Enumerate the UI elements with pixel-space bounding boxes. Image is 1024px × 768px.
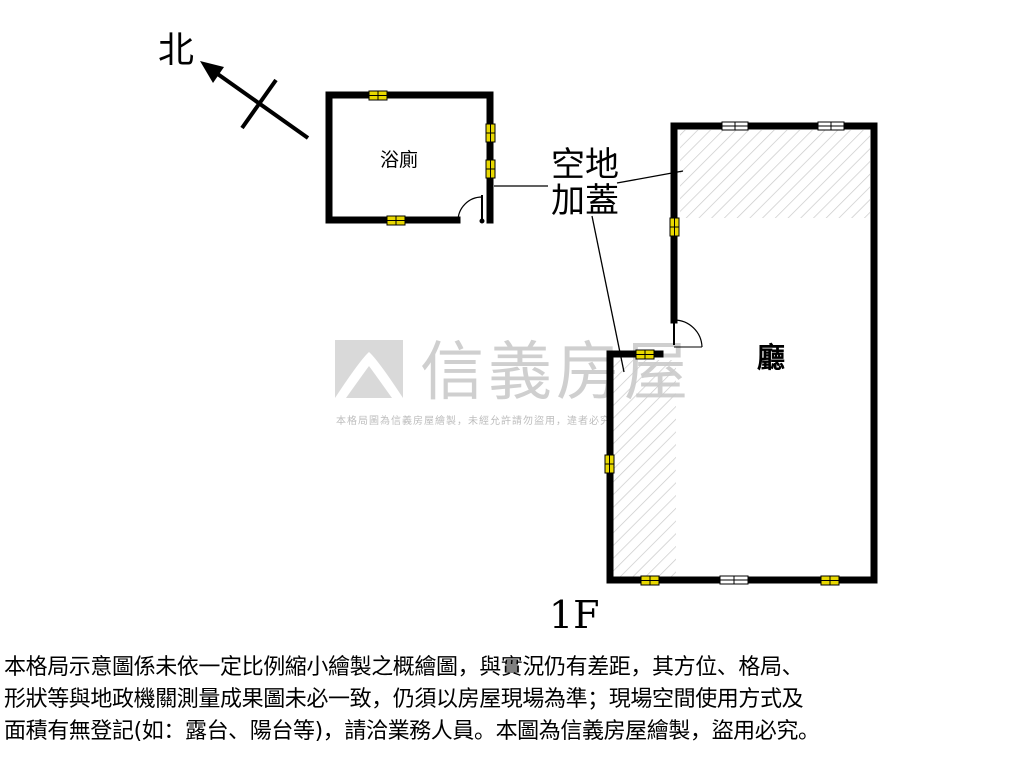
watermark-caption: 本格局圖為信義房屋繪製，未經允許請勿盜用，違者必究 [336, 414, 611, 427]
window-icon [368, 90, 388, 101]
main-door-icon [671, 317, 703, 348]
north-arrow-icon [200, 61, 310, 140]
covered-area-top [680, 130, 870, 218]
window-icon [820, 575, 840, 586]
window-icon [669, 217, 680, 237]
disclaimer-line: 面積有無登記(如：露台、陽台等)，請洽業務人員。本圖為信義房屋繪製，盜用必究。 [4, 719, 820, 744]
window-icon [485, 123, 496, 143]
disclaimer-text: 本格局示意圖係未依一定比例縮小繪製之概繪圖，與實況仍有差距，其方位、格局、 形狀… [4, 652, 1020, 748]
window-icon [485, 159, 496, 179]
room-label-covered-line1: 空地 [551, 145, 619, 185]
window-icon [604, 454, 615, 474]
room-label-covered-line2: 加蓋 [551, 181, 619, 221]
windows [368, 90, 840, 586]
window-icon [635, 349, 655, 360]
north-label: 北 [158, 30, 194, 71]
brand-logo-icon [335, 340, 403, 398]
floor-plan: 信義房屋 本格局圖為信義房屋繪製，未經允許請勿盜用，違者必究 [158, 30, 878, 637]
sliding-window-icon [719, 575, 749, 585]
floor-label: 1F [549, 593, 600, 637]
disclaimer-line: 形狀等與地政機關測量成果圖未必一致，仍須以房屋現場為準；現場空間使用方式及 [4, 687, 804, 712]
room-label-living: 廳 [757, 341, 785, 374]
room-label-bathroom: 浴廁 [380, 148, 418, 171]
disclaimer-line: 本格局示意圖係未依一定比例縮小繪製之概繪圖，與實況仍有差距，其方位、格局、 [4, 655, 804, 680]
bathroom-door-icon [455, 195, 485, 224]
sliding-window-icon [721, 121, 749, 131]
main-unit-walls [606, 122, 878, 584]
covered-area-left [613, 360, 676, 578]
window-icon [386, 215, 406, 226]
window-icon [640, 575, 660, 586]
sliding-window-icon [817, 121, 845, 131]
sliding-windows [719, 121, 845, 585]
covered-area-leaders [494, 170, 684, 373]
